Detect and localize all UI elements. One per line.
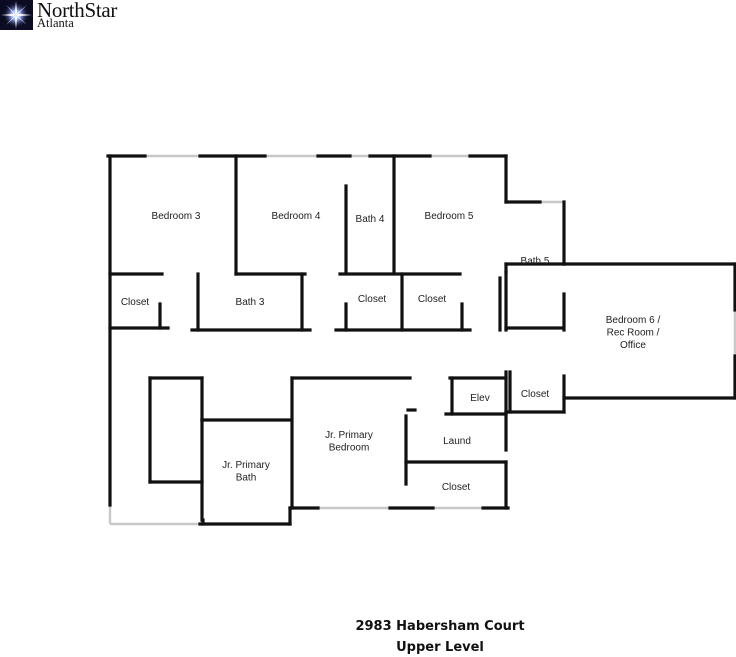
caption-level: Upper Level bbox=[396, 640, 484, 655]
room-label-bedroom-3: Bedroom 3 bbox=[152, 211, 201, 222]
room-label-elev: Elev bbox=[470, 393, 489, 404]
room-label-bedroom-5: Bedroom 5 bbox=[425, 211, 474, 222]
room-label-bath-4: Bath 4 bbox=[356, 214, 385, 225]
room-label-bedroom-6: Bedroom 6 /Rec Room /Office bbox=[606, 315, 661, 351]
floor-plan: Bedroom 3 Bedroom 4 Bath 4 Bedroom 5 Bath 5 C… bbox=[106, 154, 736, 526]
walls bbox=[106, 154, 736, 526]
room-label-closet-c: Closet bbox=[418, 294, 447, 305]
room-label-closet-d: Closet bbox=[521, 389, 550, 400]
room-labels: Bedroom 3 Bedroom 4 Bath 4 Bedroom 5 Bath 5 C… bbox=[121, 211, 661, 493]
star-burst-icon bbox=[0, 0, 33, 30]
brand-name: NorthStar bbox=[37, 0, 118, 22]
room-label-bath-3: Bath 3 bbox=[236, 297, 265, 308]
room-label-bedroom-4: Bedroom 4 bbox=[272, 211, 321, 222]
window-segments bbox=[108, 154, 736, 526]
brand-city: Atlanta bbox=[37, 16, 74, 30]
brand-logo: NorthStar Atlanta bbox=[0, 0, 200, 30]
caption-address: 2983 Habersham Court bbox=[355, 619, 525, 634]
room-label-closet-e: Closet bbox=[442, 482, 471, 493]
room-label-closet-a: Closet bbox=[121, 297, 150, 308]
room-label-laund: Laund bbox=[443, 436, 471, 447]
room-label-bath-5: Bath 5 bbox=[521, 256, 550, 267]
room-label-closet-b: Closet bbox=[358, 294, 387, 305]
